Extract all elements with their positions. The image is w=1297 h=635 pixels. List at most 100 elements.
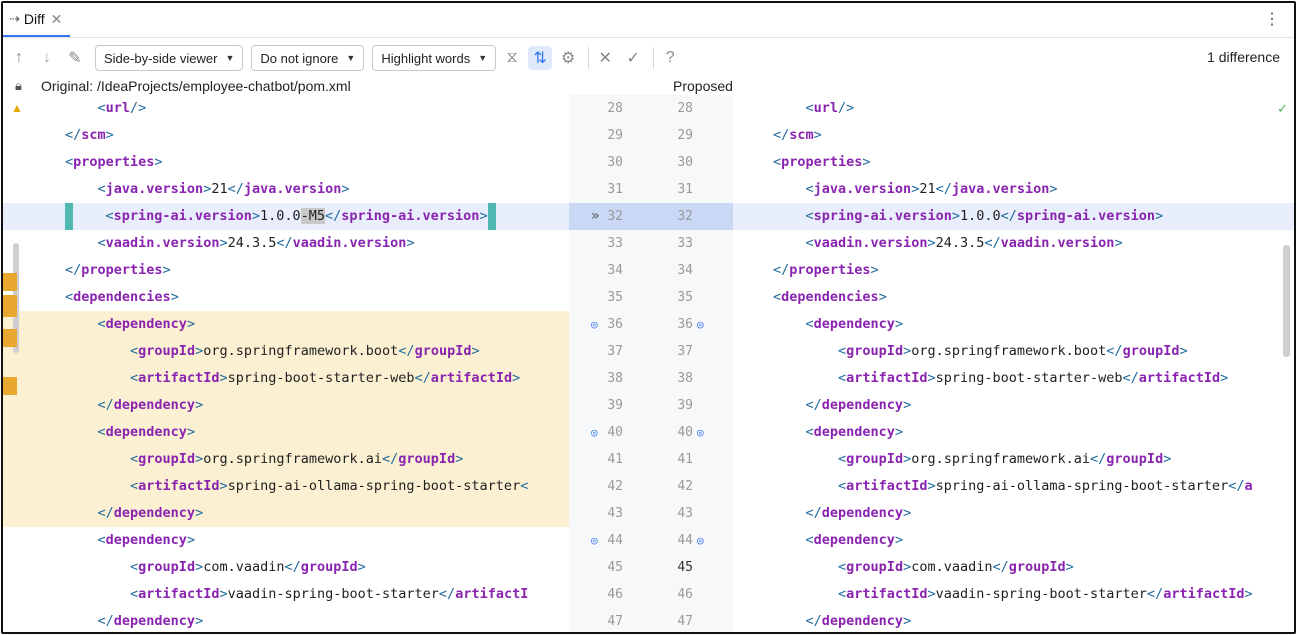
close-icon[interactable]: ✕ <box>50 10 63 27</box>
toolbar: ↑ ↓ ✎ Side-by-side viewer ▼ Do not ignor… <box>3 41 1294 75</box>
code-line[interactable]: <artifactId>spring-boot-starter-web</art… <box>733 365 1294 392</box>
code-token: < <box>805 100 814 116</box>
original-editor[interactable]: <url/></scm><properties> <java.version>2… <box>3 95 569 632</box>
code-line[interactable]: <artifactId>vaadin-spring-boot-starter</… <box>733 581 1294 608</box>
previous-difference-icon[interactable]: ↑ <box>15 49 23 66</box>
tag-name: groupId <box>1122 343 1180 359</box>
code-token: </ <box>805 397 822 413</box>
code-line[interactable]: <java.version>21</java.version> <box>3 176 569 203</box>
code-line[interactable]: <properties> <box>3 149 569 176</box>
code-token: </ <box>284 559 301 575</box>
code-token: > <box>162 262 171 278</box>
left-line-number: 31 <box>607 182 623 197</box>
highlight-dropdown[interactable]: Highlight words ▼ <box>372 45 497 71</box>
code-line[interactable]: <vaadin.version>24.3.5</vaadin.version> <box>733 230 1294 257</box>
edit-pencil-icon[interactable]: ✎ <box>68 50 82 67</box>
left-line-number: 43 <box>607 506 623 521</box>
viewer-dropdown[interactable]: Side-by-side viewer ▼ <box>95 45 244 71</box>
code-line[interactable]: </scm> <box>733 122 1294 149</box>
ignore-dropdown[interactable]: Do not ignore ▼ <box>251 45 365 71</box>
tab-diff[interactable]: ⇢ Diff ✕ <box>3 3 71 37</box>
left-line-number: 28 <box>607 101 623 116</box>
code-token: </ <box>1228 478 1245 494</box>
code-token <box>773 100 806 116</box>
code-line[interactable]: <groupId>org.springframework.boot</group… <box>3 338 569 365</box>
override-marker-icon[interactable]: ◎ <box>591 426 598 439</box>
code-line[interactable]: <dependency> <box>733 311 1294 338</box>
code-line[interactable]: <spring-ai.version>1.0.0</spring-ai.vers… <box>733 203 1294 230</box>
code-token: > <box>894 532 904 548</box>
right-line-number: 28 <box>677 101 693 116</box>
code-line[interactable]: </dependency> <box>3 608 569 632</box>
right-line-number: 33 <box>677 236 693 251</box>
code-line[interactable]: <dependencies> <box>3 284 569 311</box>
code-line[interactable]: <groupId>org.springframework.ai</groupId… <box>733 446 1294 473</box>
override-marker-icon[interactable]: ◎ <box>591 318 598 331</box>
code-line[interactable]: <dependencies> <box>733 284 1294 311</box>
accept-icon[interactable]: ✓ <box>626 50 640 67</box>
code-line[interactable]: <url/> <box>3 95 569 122</box>
code-token <box>773 478 838 494</box>
code-line[interactable]: </properties> <box>733 257 1294 284</box>
code-line[interactable]: <dependency> <box>3 311 569 338</box>
code-token: </ <box>1000 208 1017 224</box>
help-button[interactable]: ? <box>665 49 675 66</box>
code-line[interactable]: </dependency> <box>733 608 1294 632</box>
code-token: 24.3.5 <box>227 235 277 251</box>
code-line[interactable]: </dependency> <box>733 500 1294 527</box>
next-difference-icon[interactable]: ↓ <box>43 49 51 66</box>
right-line-number: 41 <box>677 452 693 467</box>
code-line[interactable]: <dependency> <box>733 527 1294 554</box>
code-line[interactable]: </scm> <box>3 122 569 149</box>
sync-scroll-icon[interactable]: ⇅ <box>528 46 553 70</box>
code-token <box>773 181 806 197</box>
code-line[interactable]: <artifactId>spring-ai-ollama-spring-boot… <box>3 473 569 500</box>
reject-icon[interactable]: ✕ <box>598 50 612 67</box>
code-line[interactable]: <url/> <box>733 95 1294 122</box>
code-token: < <box>65 154 74 170</box>
more-options-icon[interactable]: ⋮ <box>1264 11 1280 28</box>
code-token: < <box>838 451 847 467</box>
viewer-dropdown-label: Side-by-side viewer <box>104 50 218 66</box>
right-line-number: 44 <box>677 533 693 548</box>
override-marker-icon[interactable]: ◎ <box>591 534 598 547</box>
code-line[interactable]: <dependency> <box>3 527 569 554</box>
code-line[interactable]: <properties> <box>733 149 1294 176</box>
code-line[interactable]: <groupId>org.springframework.ai</groupId… <box>3 446 569 473</box>
left-line-number: 45 <box>607 560 623 575</box>
code-line[interactable]: <groupId>com.vaadin</groupId> <box>3 554 569 581</box>
code-token: </ <box>438 586 456 602</box>
code-token: > <box>911 181 920 197</box>
code-line[interactable]: <dependency> <box>3 419 569 446</box>
code-line[interactable]: </dependency> <box>3 392 569 419</box>
code-line[interactable]: <spring-ai.version>1.0.0-M5</spring-ai.v… <box>3 203 569 230</box>
code-line[interactable]: <artifactId>vaadin-spring-boot-starter</… <box>3 581 569 608</box>
code-line[interactable]: <artifactId>spring-ai-ollama-spring-boot… <box>733 473 1294 500</box>
code-line[interactable]: <groupId>com.vaadin</groupId> <box>733 554 1294 581</box>
settings-gear-icon[interactable]: ⚙ <box>560 50 576 67</box>
tab-diff-label: Diff <box>23 11 45 27</box>
code-token <box>65 532 98 548</box>
proposed-editor[interactable]: <url/></scm><properties> <java.version>2… <box>733 95 1294 632</box>
code-line[interactable]: </dependency> <box>733 392 1294 419</box>
code-line[interactable]: <java.version>21</java.version> <box>733 176 1294 203</box>
code-token: > <box>341 181 350 197</box>
code-token: < <box>97 181 106 197</box>
collapse-unchanged-icon[interactable]: ⧖ <box>506 49 518 66</box>
tag-name: vaadin.version <box>105 235 220 251</box>
code-line[interactable]: <vaadin.version>24.3.5</vaadin.version> <box>3 230 569 257</box>
code-line[interactable]: <artifactId>spring-boot-starter-web</art… <box>3 365 569 392</box>
code-line[interactable]: </properties> <box>3 257 569 284</box>
left-line-number: 30 <box>607 155 623 170</box>
tag-name: groupId <box>138 343 196 359</box>
override-marker-icon[interactable]: ◎ <box>697 534 704 547</box>
override-marker-icon[interactable]: ◎ <box>697 426 704 439</box>
right-scrollbar[interactable] <box>1283 245 1290 357</box>
code-line[interactable]: <groupId>org.springframework.boot</group… <box>733 338 1294 365</box>
code-line[interactable]: <dependency> <box>733 419 1294 446</box>
override-marker-icon[interactable]: ◎ <box>697 318 704 331</box>
apply-change-icon[interactable]: » <box>591 208 600 224</box>
code-line[interactable]: </dependency> <box>3 500 569 527</box>
right-line-number: 30 <box>677 155 693 170</box>
